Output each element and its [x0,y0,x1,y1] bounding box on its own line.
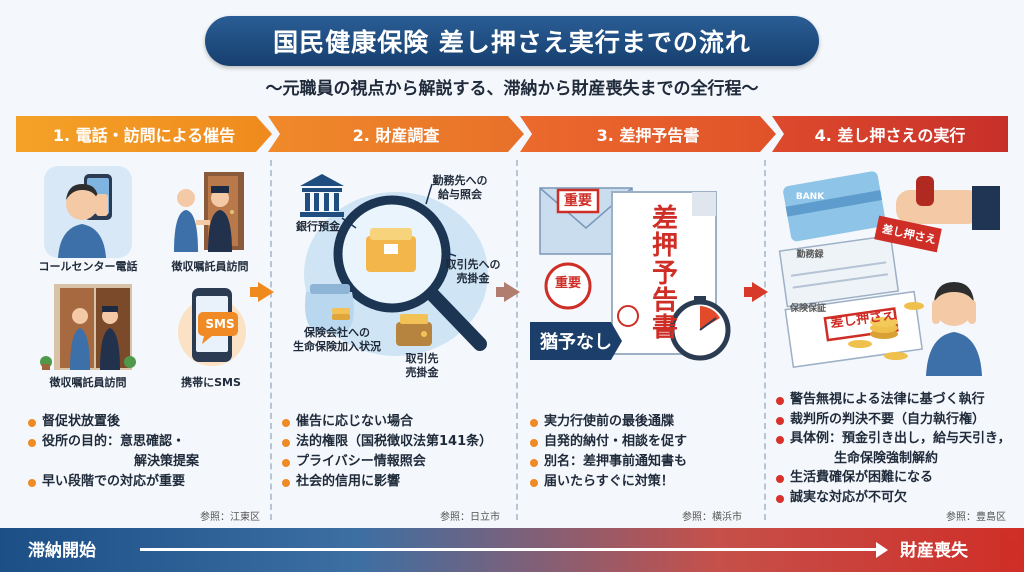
timeline-start: 滞納開始 [28,541,96,561]
column-divider [516,160,518,520]
caption-client-receivables: 取引先 売掛金 [405,352,439,380]
list-item: 生活費確保が困難になる [774,468,1018,488]
list-item: 裁判所の判決不要（自力執行権） [774,410,1018,430]
list-item: 別名：差押事前通知書も [528,452,760,472]
list-item: 法的権限（国税徴収法第141条） [280,432,512,452]
reference-note: 参照：豊島区 [946,512,1006,523]
list-item: 具体例：預金引き出し，給与天引き， [774,429,1018,449]
caption-collector-visit: 徴収嘱託員訪問 [49,376,127,389]
page-subtitle: 〜元職員の視点から解説する、滞納から財産喪失までの全行程〜 [265,79,759,99]
important-seal: 重要 [554,276,581,291]
caption-call-center: コールセンター電話 [38,260,138,273]
payslip-label: 勤務録 [796,250,824,260]
list-item: 誠実な対応が不可欠 [774,488,1018,508]
list-item: 届いたらすぐに対策！ [528,472,760,492]
step-1-header: 1. 電話・訪問による催告 [16,116,272,152]
important-stamp: 重要 [564,193,592,209]
caption-life-insurance: 保険会社への 生命保険加入状況 [293,326,381,354]
list-item: 実力行使前の最後通牒 [528,412,760,432]
list-item: 解決策提案 [134,454,200,470]
caption-bank-deposit: 銀行預金 [296,220,340,233]
flow-arrow-icon [752,282,768,302]
list-item: 催告に応じない場合 [280,412,512,432]
step-2-bullets: 催告に応じない場合 法的権限（国税徴収法第141条） プライバシー情報照会 社会… [280,412,512,493]
reference-note: 参照：横浜市 [682,512,742,523]
seizure-notice-illustration [539,187,731,361]
list-item: プライバシー情報照会 [280,452,512,472]
flow-arrow-icon [258,282,274,302]
reference-note: 参照：江東区 [200,512,260,523]
flow-arrow-shaft [496,287,506,297]
column-divider [270,160,272,520]
column-divider [764,160,766,520]
step-3-header: 3. 差押予告書 [520,116,776,152]
no-grace-tag: 猶予なし [530,322,622,360]
bank-card-label: BANK [795,192,825,202]
timeline-end: 財産喪失 [900,541,968,561]
step-4-bullets: 警告無視による法律に基づく執行 裁判所の判決不要（自力執行権） 具体例：預金引き… [774,390,1018,507]
reference-note: 参照：日立市 [440,512,500,523]
step-2-header: 2. 財産調査 [268,116,524,152]
insurance-doc-label: 保険保証 [789,304,826,314]
asset-investigation-illustration [300,174,488,356]
page-title: 国民健康保険 差し押さえ実行までの流れ [205,16,819,66]
sms-phone-illustration [178,288,246,366]
seizure-execution-illustration [778,171,1000,376]
flow-arrow-shaft [250,287,260,297]
timeline-arrow-icon [876,542,888,558]
caption-salary-inquiry: 勤務先への 給与照会 [432,174,488,202]
phone-caller-illustration [44,166,132,258]
list-item: 役所の目的：意思確認・ [26,432,266,452]
step-3-bullets: 実力行使前の最後通牒 自発的納付・相談を促す 別名：差押事前通知書も 届いたらす… [528,412,760,493]
step-1-bullets: 督促状放置後 役所の目的：意思確認・ 解決策提案 早い段階での対応が重要 [26,412,266,493]
sms-badge: SMS [205,317,235,331]
list-item: 早い段階での対応が重要 [26,472,266,492]
list-item: 督促状放置後 [26,412,266,432]
flow-arrow-shaft [744,287,754,297]
list-item: 社会的信用に影響 [280,472,512,492]
caption-collector-visit: 徴収嘱託員訪問 [171,260,249,273]
list-item: 警告無視による法律に基づく執行 [774,390,1018,410]
document-title: 差押予告書 [651,204,678,344]
list-item: 自発的納付・相談を促す [528,432,760,452]
door-visit-illustration [174,172,244,252]
timeline-arrow-tip [1000,528,1018,572]
step-4-header: 4. 差し押さえの実行 [772,116,1008,152]
list-item: 生命保険強制解約 [834,450,939,466]
caption-sms: 携帯にSMS [181,376,241,389]
timeline-line [140,548,880,551]
caption-receivables: 取引先への 売掛金 [445,258,501,286]
flow-arrow-icon [504,282,520,302]
door-visit-illustration [40,284,136,370]
